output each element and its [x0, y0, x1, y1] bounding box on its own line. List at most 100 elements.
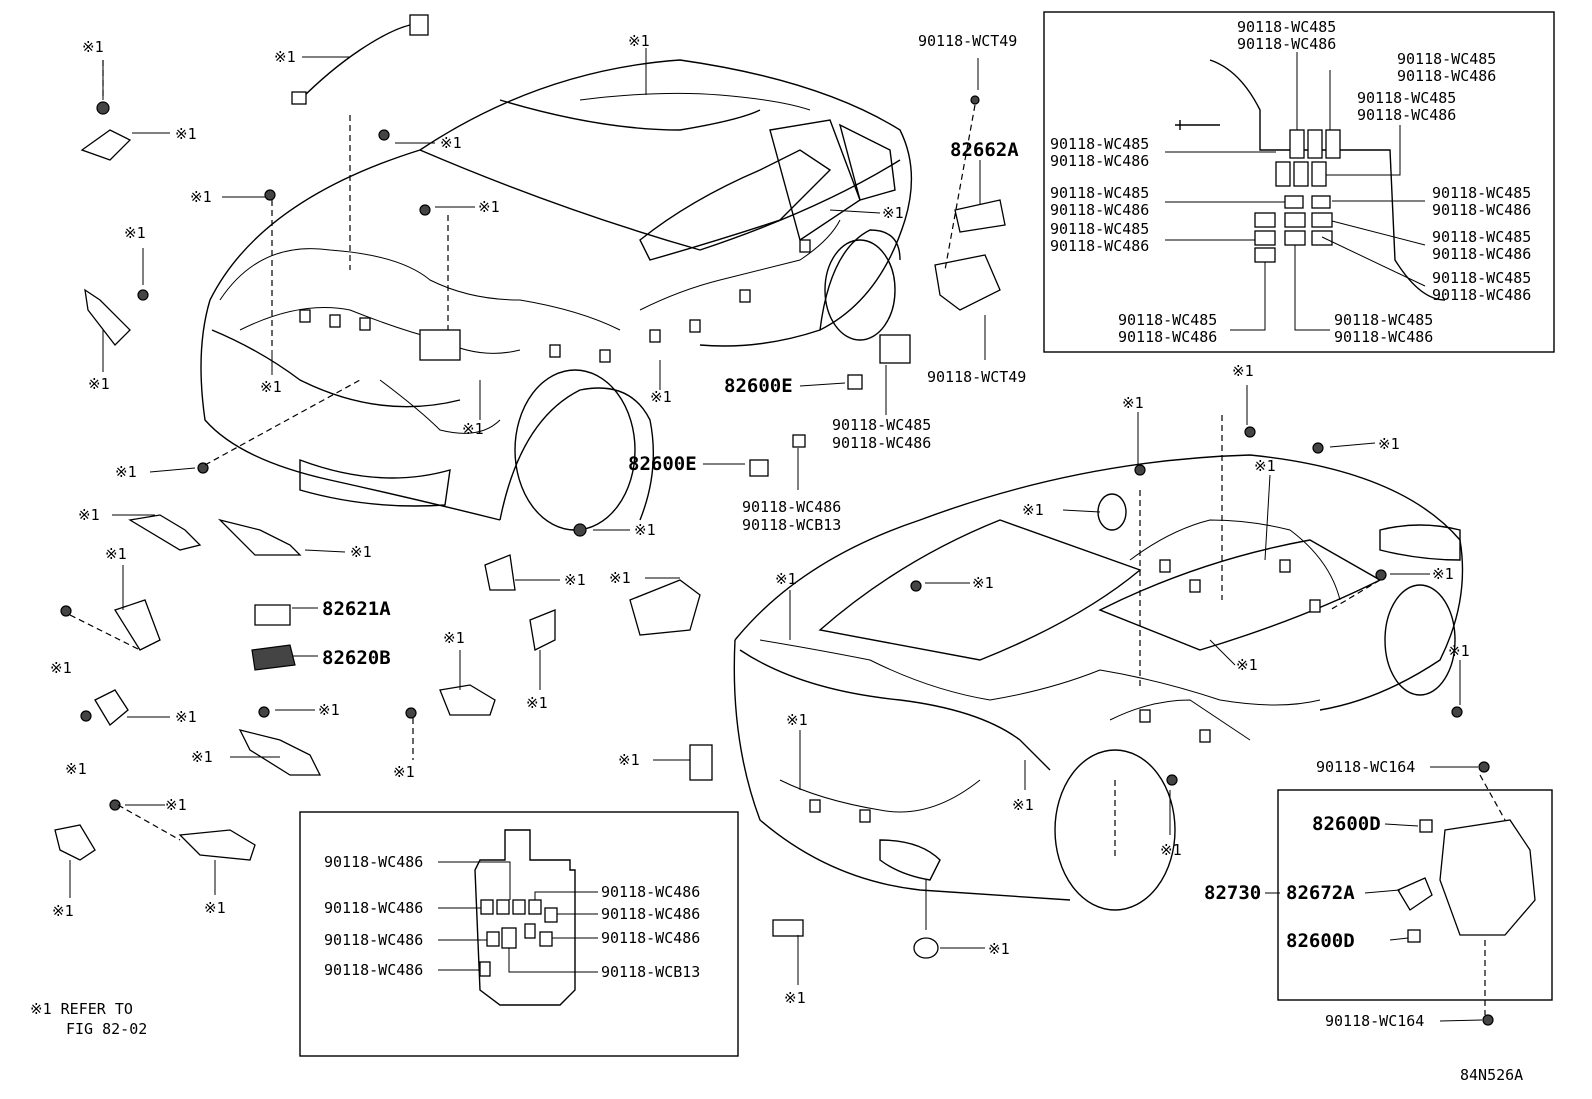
- ref-mark: ※1: [1236, 656, 1258, 674]
- code-label-wc486: 90118-WC486: [324, 899, 423, 917]
- part-label-82600d: 82600D: [1312, 813, 1381, 835]
- footnote-line-1: ※1 REFER TO: [30, 1000, 133, 1018]
- code-label-wc486: 90118-WC486: [1050, 152, 1149, 170]
- footnote-line-2: FIG 82-02: [66, 1020, 147, 1038]
- rear-car-outline: [733, 454, 1464, 911]
- ref-mark: ※1: [318, 701, 340, 719]
- ref-mark: ※1: [478, 198, 500, 216]
- ref-mark: ※1: [1432, 565, 1454, 583]
- ref-mark: ※1: [564, 571, 586, 589]
- code-label-wc486: 90118-WC486: [1397, 67, 1496, 85]
- ref-mark: ※1: [1160, 841, 1182, 859]
- code-label-wc485: 90118-WC485: [1237, 18, 1336, 36]
- ref-mark: ※1: [972, 574, 994, 592]
- ref-mark: ※1: [165, 796, 187, 814]
- code-label-wct49: 90118-WCT49: [927, 368, 1026, 386]
- ref-mark: ※1: [82, 38, 104, 56]
- part-labels: 90118-WCT49 82662A 90118-WCT49 82600E 90…: [322, 18, 1531, 1030]
- ref-mark: ※1: [988, 940, 1010, 958]
- code-label-wc485: 90118-WC485: [1357, 89, 1456, 107]
- ref-mark: ※1: [775, 570, 797, 588]
- ref-mark: ※1: [175, 708, 197, 726]
- ref-mark: ※1: [882, 204, 904, 222]
- front-car-harness: [219, 92, 841, 434]
- ref-mark: ※1: [65, 760, 87, 778]
- ref-mark: ※1: [260, 378, 282, 396]
- code-label-wc485: 90118-WC485: [1050, 135, 1149, 153]
- code-label-wc485: 90118-WC485: [1118, 311, 1217, 329]
- ref-mark: ※1: [628, 32, 650, 50]
- code-label-wc486: 90118-WC486: [832, 434, 931, 452]
- part-label-82730: 82730: [1204, 882, 1261, 904]
- ref-mark: ※1: [1012, 796, 1034, 814]
- part-label-82620b: 82620B: [322, 647, 391, 669]
- code-label-wc485: 90118-WC485: [1432, 228, 1531, 246]
- ref-mark: ※1: [1232, 362, 1254, 380]
- code-label-wc164: 90118-WC164: [1325, 1012, 1424, 1030]
- ref-mark: ※1: [440, 134, 462, 152]
- ref-mark: ※1: [350, 543, 372, 561]
- code-label-wc164: 90118-WC164: [1316, 758, 1415, 776]
- ref-mark: ※1: [1254, 457, 1276, 475]
- code-label-wc485: 90118-WC485: [1050, 184, 1149, 202]
- ref-mark: ※1: [618, 751, 640, 769]
- ref-mark: ※1: [526, 694, 548, 712]
- ref-mark: ※1: [191, 748, 213, 766]
- part-label-82662a: 82662A: [950, 139, 1019, 161]
- relay-block-inset: [1043, 11, 1555, 353]
- ref-mark: ※1: [1022, 501, 1044, 519]
- code-label-wc485: 90118-WC485: [1050, 220, 1149, 238]
- ref-mark: ※1: [88, 375, 110, 393]
- code-label-wc486: 90118-WC486: [1237, 35, 1336, 53]
- code-label-wc486: 90118-WC486: [1357, 106, 1456, 124]
- ref-mark: ※1: [105, 545, 127, 563]
- code-label-wc486: 90118-WC486: [324, 961, 423, 979]
- front-car-outline: [200, 59, 913, 531]
- code-label-wc486: 90118-WC486: [1334, 328, 1433, 346]
- ref-mark: ※1: [1122, 394, 1144, 412]
- part-label-82672a: 82672A: [1286, 882, 1355, 904]
- code-label-wc486: 90118-WC486: [1432, 201, 1531, 219]
- ref-mark: ※1: [443, 629, 465, 647]
- code-label-wc486: 90118-WC486: [601, 905, 700, 923]
- ref-mark-labels: ※1 ※1 ※1 ※1 ※1 ※1 ※1 ※1 ※1 ※1 ※1 ※1 ※1 ※…: [50, 32, 1470, 1007]
- code-label-wc486: 90118-WC486: [324, 931, 423, 949]
- code-label-wc486: 90118-WC486: [1050, 237, 1149, 255]
- ref-mark: ※1: [1448, 642, 1470, 660]
- ref-mark: ※1: [78, 506, 100, 524]
- part-label-82621a: 82621A: [322, 598, 391, 620]
- ref-mark: ※1: [124, 224, 146, 242]
- code-label-wc485: 90118-WC485: [1432, 269, 1531, 287]
- code-label-wc485: 90118-WC485: [1397, 50, 1496, 68]
- ref-mark: ※1: [784, 989, 806, 1007]
- footnote: ※1 REFER TO FIG 82-02: [30, 1000, 147, 1038]
- ref-mark: ※1: [609, 569, 631, 587]
- code-label-wc486: 90118-WC486: [1432, 245, 1531, 263]
- part-label-82600e: 82600E: [724, 375, 793, 397]
- rear-car-harness: [759, 519, 1341, 823]
- right-small-parts: [910, 426, 1536, 1026]
- code-label-wc486: 90118-WC486: [1118, 328, 1217, 346]
- ref-mark: ※1: [462, 420, 484, 438]
- ref-mark: ※1: [175, 125, 197, 143]
- ref-mark: ※1: [204, 899, 226, 917]
- code-label-wc485: 90118-WC485: [832, 416, 931, 434]
- code-label-wc486: 90118-WC486: [601, 883, 700, 901]
- ref-mark: ※1: [634, 521, 656, 539]
- code-label-wcb13: 90118-WCB13: [742, 516, 841, 534]
- ref-mark: ※1: [115, 463, 137, 481]
- ref-mark: ※1: [190, 188, 212, 206]
- fuse-block-inset: [1277, 789, 1553, 1001]
- code-label-wc485: 90118-WC485: [1432, 184, 1531, 202]
- figure-code: 84N526A: [1460, 1066, 1523, 1084]
- code-label-wc486: 90118-WC486: [601, 929, 700, 947]
- code-label-wc485: 90118-WC485: [1334, 311, 1433, 329]
- part-label-82600d: 82600D: [1286, 930, 1355, 952]
- code-label-wc486: 90118-WC486: [1432, 286, 1531, 304]
- code-label-wc486: 90118-WC486: [324, 853, 423, 871]
- ref-mark: ※1: [52, 902, 74, 920]
- ref-mark: ※1: [274, 48, 296, 66]
- ref-mark: ※1: [50, 659, 72, 677]
- ref-mark: ※1: [1378, 435, 1400, 453]
